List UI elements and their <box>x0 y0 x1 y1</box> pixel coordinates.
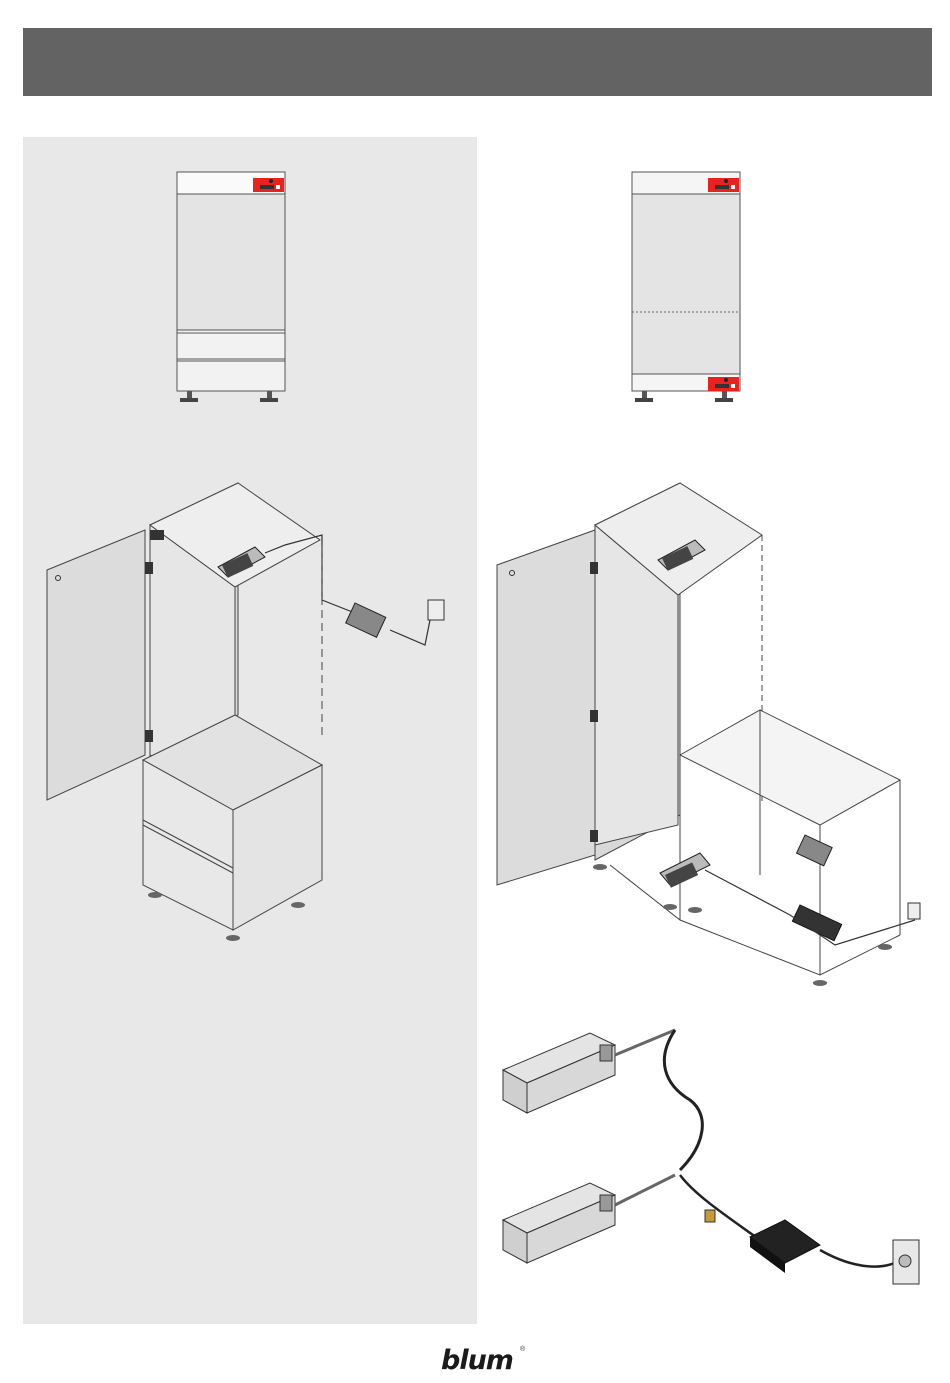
header-bar <box>23 28 932 96</box>
logo-wordmark: blum <box>441 1345 513 1376</box>
drive-units-with-transformer <box>495 1015 935 1320</box>
registered-mark: ® <box>520 1346 525 1353</box>
isometric-cabinet-open-base <box>490 475 930 995</box>
drive-unit-lower <box>503 1175 675 1263</box>
drive-unit-upper <box>503 1030 675 1113</box>
front-view-cabinet-single-drive <box>170 166 290 406</box>
isometric-cabinet-drawers <box>40 475 480 955</box>
front-view-cabinet-dual-drive <box>625 166 750 406</box>
blum-logo: blum ® <box>423 1348 533 1378</box>
